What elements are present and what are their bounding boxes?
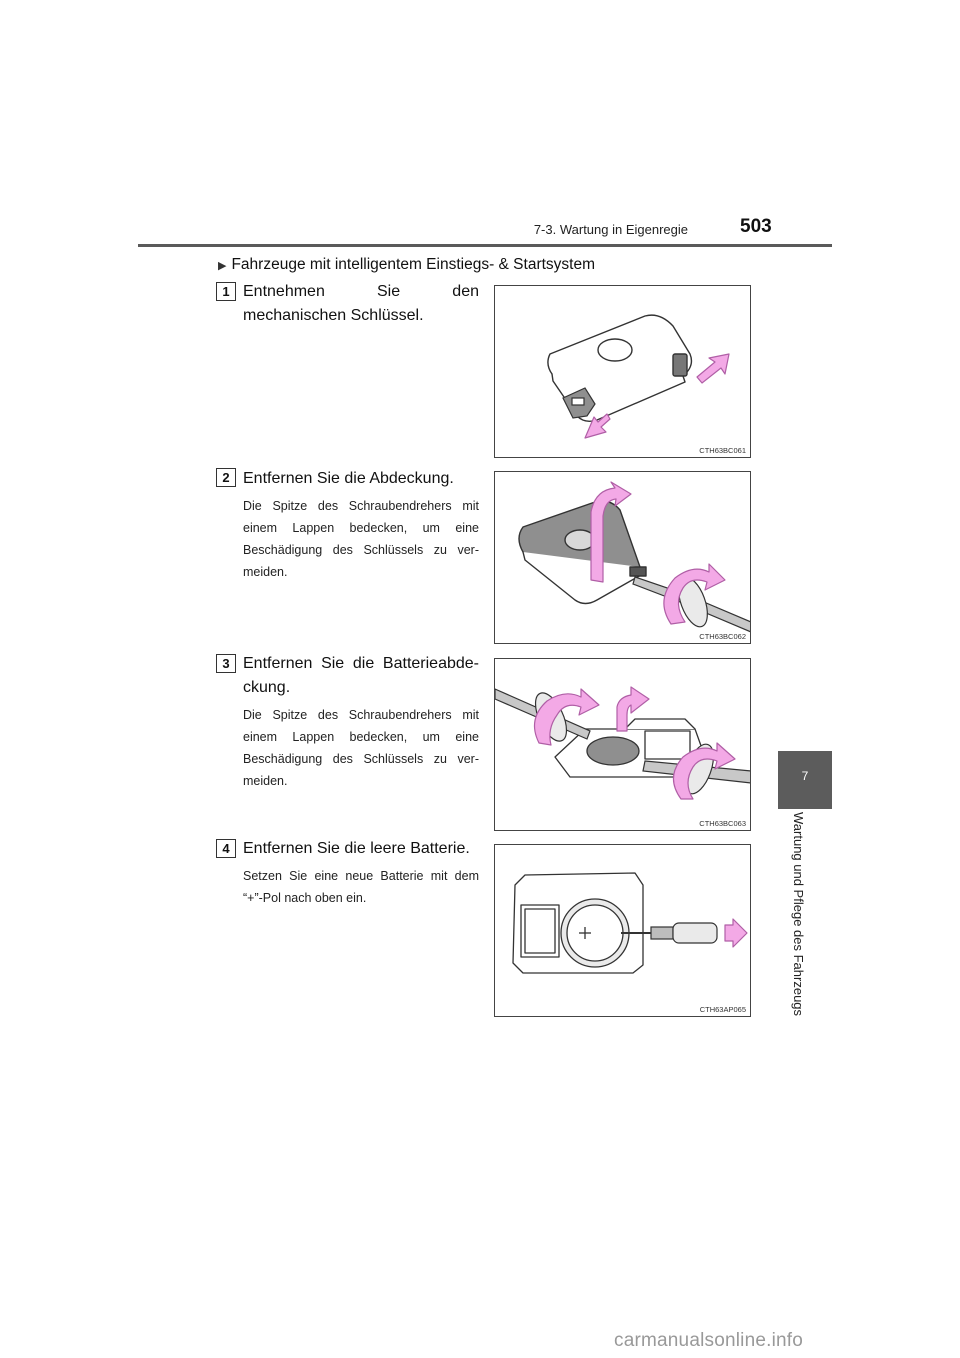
- figure-code: CTH63BC062: [699, 632, 746, 641]
- subheading-text: Fahrzeuge mit intelligentem Einstiegs- &…: [231, 256, 595, 273]
- chapter-title-vertical: Wartung und Pflege des Fahrzeugs: [791, 812, 806, 1017]
- triangle-bullet-icon: ▶: [218, 260, 227, 272]
- step-2-note: Die Spitze des Schraubendrehers mit eine…: [243, 499, 479, 579]
- step-badge-3: 3: [216, 654, 236, 673]
- battery-removal-illustration: [512, 872, 748, 974]
- key-mechanical-key-removal-illustration: [547, 314, 730, 439]
- figure-step-4: CTH63AP065: [494, 844, 751, 1017]
- step-badge-4: 4: [216, 839, 236, 858]
- key-cover-removal-illustration: [518, 481, 750, 633]
- step-3-note: Die Spitze des Schraubendrehers mit eine…: [243, 708, 479, 788]
- figure-step-2: CTH63BC062: [494, 471, 751, 644]
- step-badge-2: 2: [216, 468, 236, 487]
- subheading: ▶ Fahrzeuge mit intelligentem Einstiegs- …: [218, 256, 595, 274]
- header-rule: [138, 244, 832, 247]
- figure-code: CTH63BC063: [699, 819, 746, 828]
- step-4-note: Setzen Sie eine neue Batterie mit dem “+…: [243, 869, 479, 905]
- step-badge-1: 1: [216, 282, 236, 301]
- step-4-title: Entfernen Sie die leere Batterie.: [243, 840, 470, 857]
- figure-code: CTH63BC061: [699, 446, 746, 455]
- chapter-number: 7: [801, 769, 809, 783]
- section-title: 7-3. Wartung in Eigenregie: [533, 222, 688, 237]
- battery-cover-removal-illustration: [495, 686, 750, 800]
- chapter-tab: 7: [778, 751, 832, 809]
- step-2-title: Entfernen Sie die Abdeckung.: [243, 470, 454, 487]
- step-3-title: Entfernen Sie die Batterieabde-ckung.: [243, 655, 479, 696]
- figure-step-3: CTH63BC063: [494, 658, 751, 831]
- figure-code: CTH63AP065: [699, 1005, 746, 1014]
- step-1-title: Entnehmen Sie den mechanischen Schlüssel…: [243, 283, 479, 324]
- figure-step-1: CTH63BC061: [494, 285, 751, 458]
- footer-watermark-link[interactable]: carmanualsonline.info: [614, 1330, 804, 1351]
- page-number: 503: [740, 216, 772, 237]
